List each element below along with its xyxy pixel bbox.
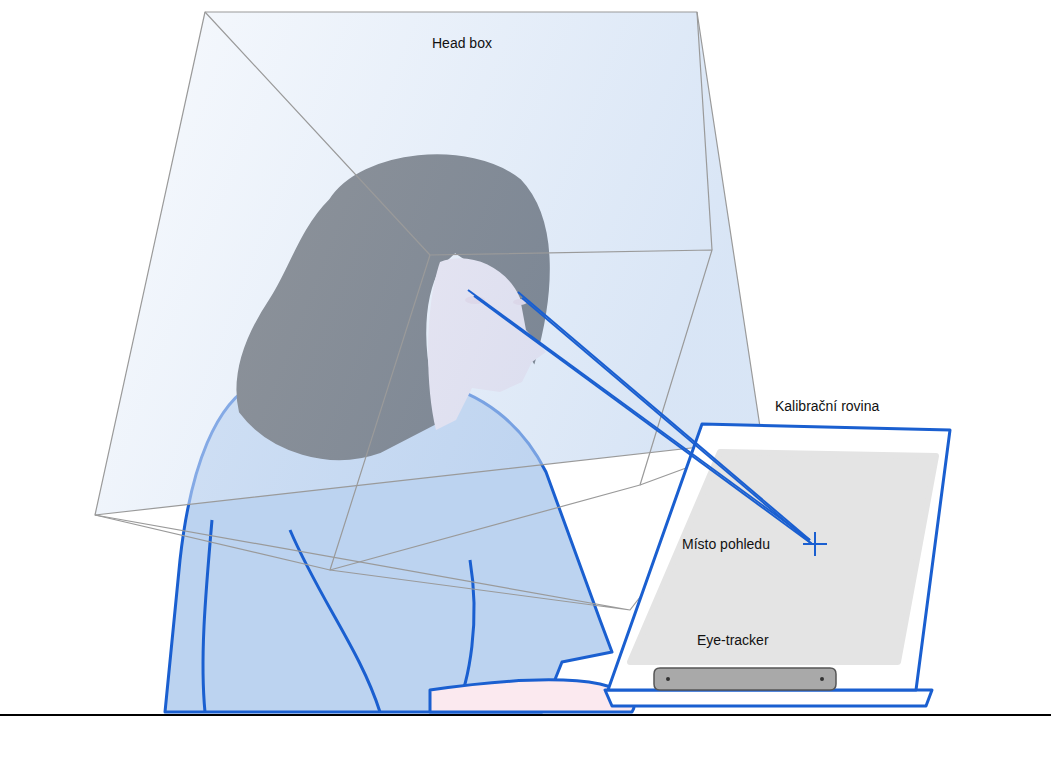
laptop-shape [600,395,960,715]
laptop: Kalibrační rovinaMísto pohleduEye-tracke… [600,395,960,715]
node-heading: Kalibrační rovina [775,398,879,414]
node-label: Eye-tracker [697,632,769,648]
eye-tracker-lens [666,677,824,681]
shape-group [95,12,762,610]
laptop-screen-frame [608,424,950,690]
eye-tracker-bar [654,668,836,690]
shape-group [605,424,950,706]
calibration-plane [630,452,936,662]
laptop-base [605,690,932,706]
node-heading: Head box [432,35,492,51]
sweater-fold [203,520,212,712]
head-box-edge [95,12,762,570]
table-line [0,714,1051,716]
head-box-outline [95,12,762,515]
node-label: Místo pohledu [682,536,770,552]
hand [430,680,634,712]
head-box-back-face [330,250,712,570]
